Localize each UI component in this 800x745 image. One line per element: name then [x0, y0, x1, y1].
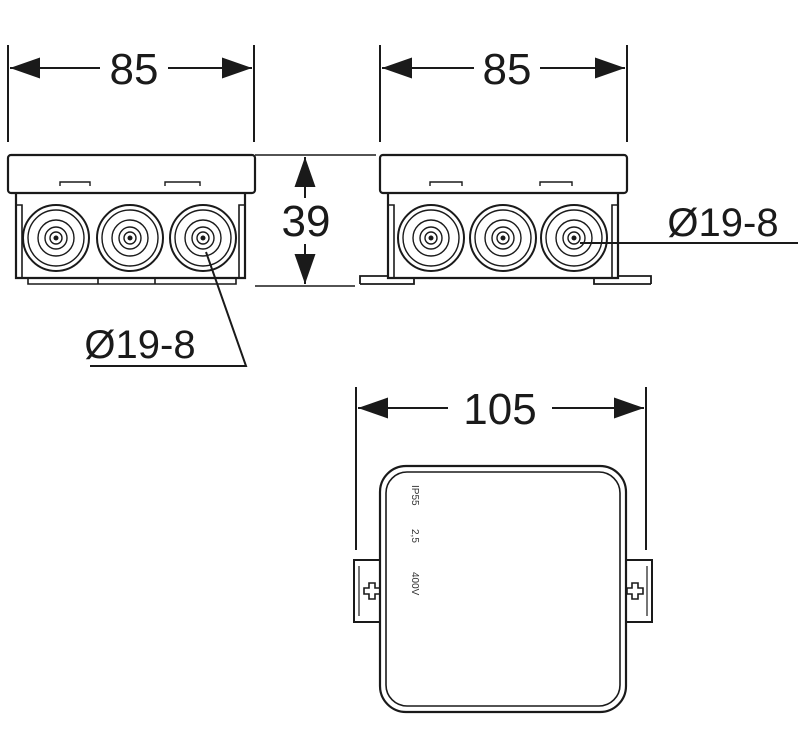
- side-gland-2: [469, 204, 537, 272]
- front-gland-3: [169, 204, 237, 272]
- front-gland-label: Ø19-8: [84, 323, 195, 367]
- front-gland-leader: [90, 251, 248, 367]
- top-width-label: 105: [463, 385, 536, 434]
- front-lid-clips: [59, 181, 201, 186]
- top-lid-inner: [385, 471, 621, 707]
- lid-marking-voltage: 400V: [409, 572, 420, 596]
- side-width-label: 85: [483, 45, 532, 94]
- side-gland-1: [397, 204, 465, 272]
- front-gland-1: [22, 204, 90, 272]
- front-body-ribs: [16, 204, 245, 278]
- front-view: 85: [6, 45, 257, 367]
- side-body-ribs: [388, 204, 618, 278]
- front-body: [14, 193, 247, 280]
- side-foot-right: [593, 275, 652, 285]
- front-lid: [6, 153, 257, 195]
- mounting-lug-left: [353, 559, 381, 623]
- lid-marking-cross-section: 2,5: [409, 529, 420, 543]
- cross-slot-icon-left: [363, 582, 381, 600]
- side-lid: [378, 153, 629, 195]
- front-base: [27, 278, 237, 285]
- front-width-label: 85: [110, 45, 159, 94]
- height-label: 39: [282, 197, 331, 246]
- top-view: 105 IP55 2,5 400V: [353, 385, 653, 714]
- height-dimension: 39: [255, 154, 376, 287]
- side-view: 85: [359, 45, 798, 285]
- cross-slot-icon-right: [626, 582, 644, 600]
- mounting-lug-right: [626, 559, 653, 623]
- side-foot-left: [359, 275, 415, 285]
- side-gland-3: [540, 204, 608, 272]
- lid-marking-ip: IP55: [409, 485, 420, 506]
- side-lid-clips: [429, 181, 573, 186]
- front-gland-2: [96, 204, 164, 272]
- side-gland-label: Ø19-8: [667, 201, 778, 245]
- side-body: [386, 193, 620, 280]
